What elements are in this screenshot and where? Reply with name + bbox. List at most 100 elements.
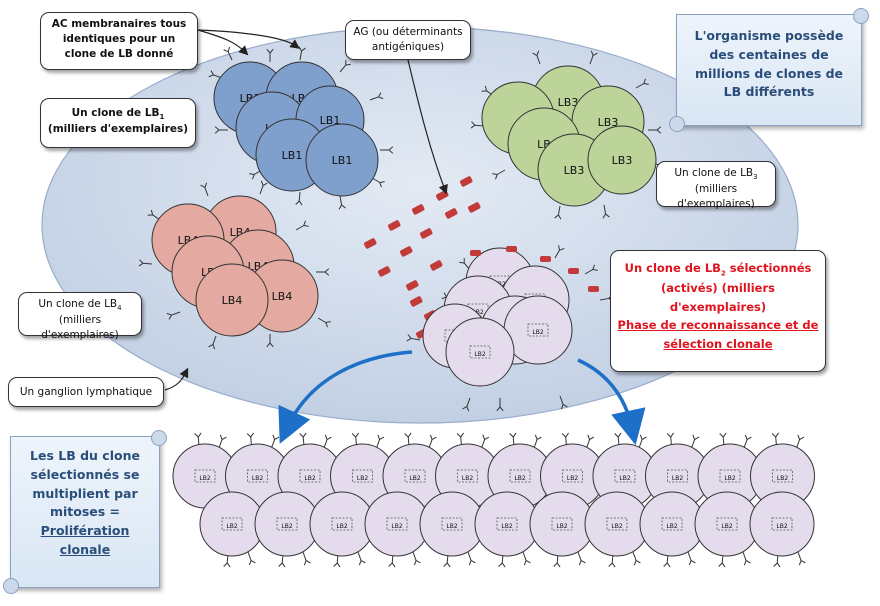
prolif-bottom-cell-8-label: LB2 — [666, 523, 677, 530]
antibody-receptor-icon — [200, 182, 209, 197]
prolif-bottom-cell-1-label: LB2 — [281, 523, 292, 530]
nucleus-box — [276, 517, 298, 531]
antigen-fragment — [363, 238, 377, 249]
prolif-bottom-cell-3-label: LB2 — [391, 523, 402, 530]
clone-lb3-label-sub: 3 — [753, 173, 758, 182]
antibody-receptor-icon — [577, 551, 586, 566]
antigen-fragment — [419, 228, 433, 239]
prolif-bottom-cell-9: LB2 — [694, 491, 760, 557]
nucleus-box — [562, 469, 583, 483]
antibody-receptor-icon — [589, 50, 598, 65]
nucleus-box — [386, 517, 408, 531]
antibody-receptor-icon — [338, 195, 346, 210]
nucleus-box — [551, 517, 573, 531]
antigen-fragment — [409, 296, 423, 307]
bound-antigen — [588, 286, 599, 292]
organisme-label: L'organisme possède des centaines de mil… — [694, 28, 844, 100]
proliferation-arrow-left — [278, 350, 413, 444]
prolif-top-cell-6-label: LB2 — [514, 475, 525, 482]
prolif-top-cell-2-label: LB2 — [304, 475, 315, 482]
lb2-cell-5-label: LB2 — [532, 329, 543, 336]
antibody-receptor-icon — [339, 60, 351, 73]
scroll-curl-bottom — [669, 116, 685, 132]
callout-clone-lb1: Un clone de LB1 (milliers d'exemplaires) — [40, 98, 196, 148]
prolif-bottom-cell-3: LB2 — [364, 491, 430, 557]
lb3-cell-5-label: LB3 — [612, 154, 633, 167]
antibody-receptor-icon — [323, 434, 332, 449]
lb2-cell-6-label: LB2 — [474, 351, 485, 358]
antibody-receptor-icon — [586, 434, 595, 449]
antigen-fragment — [467, 202, 481, 213]
antibody-receptor-icon — [467, 551, 476, 566]
prolif-bottom-cell-8: LB2 — [639, 491, 705, 557]
antibody-receptor-icon — [247, 551, 256, 566]
clone-lb4-label-b: (milliers d'exemplaires) — [41, 314, 119, 342]
prolif-bottom-cell-1: LB2 — [254, 491, 320, 557]
antibody-receptor-icon — [533, 434, 542, 449]
prolif-bottom-cell-5-label: LB2 — [501, 523, 512, 530]
nucleus-box — [716, 517, 738, 531]
prolif-top-cell-8-label: LB2 — [619, 475, 630, 482]
antibody-receptor-icon — [584, 264, 598, 275]
nucleus-box — [509, 469, 531, 483]
prolif-bottom-cell-4: LB2 — [419, 491, 485, 557]
antibody-receptor-icon — [554, 245, 565, 259]
bound-antigen — [540, 256, 551, 262]
lb3-cell-0-label: LB3 — [558, 96, 579, 109]
lb2-cell-6: LB2 — [445, 317, 515, 387]
scroll-curl-top-2 — [151, 430, 167, 446]
antibody-receptor-icon — [369, 92, 384, 101]
bound-antigen — [470, 250, 481, 256]
bound-antigen — [568, 268, 579, 274]
antibody-receptor-icon — [218, 434, 227, 449]
lb1-cell-5: LB1 — [305, 123, 379, 197]
prolif-top-cell-4-label: LB2 — [409, 475, 420, 482]
callout-ac-membranaires: AC membranaires tous identiques pour un … — [40, 12, 198, 70]
antibody-receptor-icon — [648, 126, 662, 134]
nucleus-box — [527, 323, 549, 337]
antibody-receptor-icon — [691, 434, 700, 449]
antibody-receptor-icon — [428, 434, 437, 449]
proliferation-arrow-right — [577, 358, 646, 446]
nucleus-box — [331, 517, 353, 531]
prolif-top-cell-11-label: LB2 — [777, 475, 788, 482]
lb2-phase-label: Phase de reconnaissance et de sélection … — [617, 318, 819, 351]
clone-lb3-label-a: Un clone de LB — [674, 167, 754, 179]
prolif-bottom-cell-7: LB2 — [584, 491, 650, 557]
lb2-cell-2-label: LB2 — [472, 309, 483, 316]
nucleus-box — [606, 517, 628, 531]
connector-lines — [164, 29, 448, 391]
antibody-receptor-icon — [266, 334, 274, 348]
antibody-receptor-icon — [357, 551, 366, 566]
nucleus-box — [404, 469, 426, 483]
scroll-curl-bottom-2 — [3, 578, 19, 594]
scroll-curl-top — [853, 8, 869, 24]
antibody-receptor-icon — [380, 146, 394, 154]
lb2-label-a: Un clone de LB — [624, 261, 721, 275]
antibody-receptor-icon — [554, 205, 562, 220]
clone-lb1-label-sub: 1 — [159, 113, 165, 122]
proliferation-label-a: Les LB du clone sélectionnés se multipli… — [30, 448, 140, 520]
callout-clone-lb4: Un clone de LB4 (milliers d'exemplaires) — [18, 292, 142, 341]
antigen-fragment — [444, 208, 458, 219]
callout-clone-lb3: Un clone de LB3 (milliers d'exemplaires) — [656, 161, 776, 210]
lb2-cell-6-body — [445, 317, 515, 387]
prolif-top-cell-5-label: LB2 — [462, 475, 473, 482]
prolif-bottom-cell-5: LB2 — [474, 491, 540, 557]
antigen-fragment — [429, 260, 443, 271]
lb4-cell-4-label: LB4 — [272, 290, 293, 303]
clone-lb1-label-a: Un clone de LB — [71, 107, 160, 119]
prolif-bottom-cell-10-body — [749, 491, 815, 557]
antibody-receptor-icon — [259, 180, 268, 195]
lb3-cell-5: LB3 — [587, 125, 657, 195]
lb4-cell-5-body — [195, 263, 269, 337]
lb1-cell-5-label: LB1 — [332, 154, 353, 167]
lb1-cell-5-body — [305, 123, 379, 197]
antibody-receptor-icon — [742, 551, 751, 566]
antigen-fragment — [399, 246, 413, 257]
antibody-receptor-icon — [406, 334, 421, 342]
lb3-cell-2-label: LB3 — [598, 116, 619, 129]
clone-lb4-label-a: Un clone de LB — [38, 298, 118, 310]
